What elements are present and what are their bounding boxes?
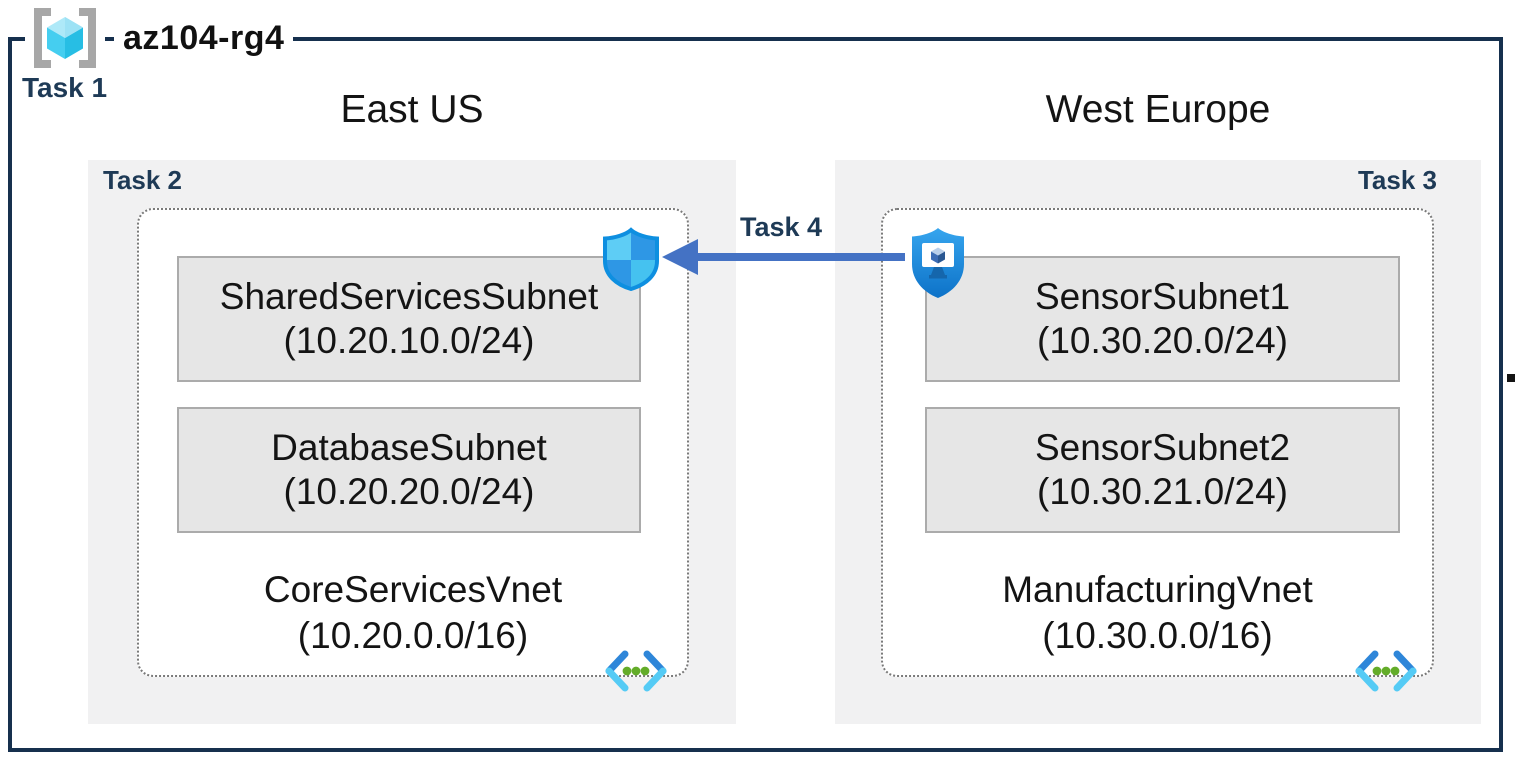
region-title-west-europe: West Europe (1045, 88, 1271, 131)
task3-label: Task 3 (1357, 165, 1437, 195)
subnet-name: SensorSubnet2 (1034, 427, 1291, 468)
subnet-sharedservices: SharedServicesSubnet (10.20.10.0/24) (177, 256, 641, 382)
vnet-label-manufacturing: ManufacturingVnet (10.30.0.0/16) (881, 567, 1434, 659)
subnet-cidr: (10.20.20.0/24) (283, 471, 535, 512)
resource-group-icon-svg (34, 8, 96, 68)
subnet-name: SharedServicesSubnet (219, 276, 599, 317)
subnet-name: DatabaseSubnet (271, 427, 547, 468)
task1-label: Task 1 (22, 72, 108, 103)
resource-group-icon (25, 5, 105, 71)
task4-label: Task 4 (739, 212, 823, 242)
virtual-network-icon (1355, 650, 1417, 692)
peering-arrow (662, 239, 905, 275)
resource-group-boundary (8, 37, 1503, 752)
resource-group-title: az104-rg4 (114, 16, 294, 60)
region-title-east-us: East US (340, 88, 484, 131)
vnet-name: CoreServicesVnet (263, 569, 563, 610)
vnet-name: ManufacturingVnet (1002, 569, 1313, 610)
subnet-sensor2: SensorSubnet2 (10.30.21.0/24) (925, 407, 1400, 533)
stray-dash-mark (1507, 374, 1515, 382)
vnet-label-coreservices: CoreServicesVnet (10.20.0.0/16) (137, 567, 689, 659)
subnet-cidr: (10.30.20.0/24) (1037, 320, 1288, 361)
subnet-name: SensorSubnet1 (1034, 276, 1291, 317)
subnet-cidr: (10.30.21.0/24) (1037, 471, 1288, 512)
vnet-cidr: (10.30.0.0/16) (1042, 615, 1273, 656)
network-security-group-icon (603, 227, 659, 291)
virtual-network-icon (605, 650, 667, 692)
subnet-cidr: (10.20.10.0/24) (283, 320, 535, 361)
application-security-group-icon (912, 228, 964, 298)
task2-label: Task 2 (103, 165, 183, 195)
vnet-cidr: (10.20.0.0/16) (297, 615, 529, 656)
subnet-sensor1: SensorSubnet1 (10.30.20.0/24) (925, 256, 1400, 382)
subnet-database: DatabaseSubnet (10.20.20.0/24) (177, 407, 641, 533)
